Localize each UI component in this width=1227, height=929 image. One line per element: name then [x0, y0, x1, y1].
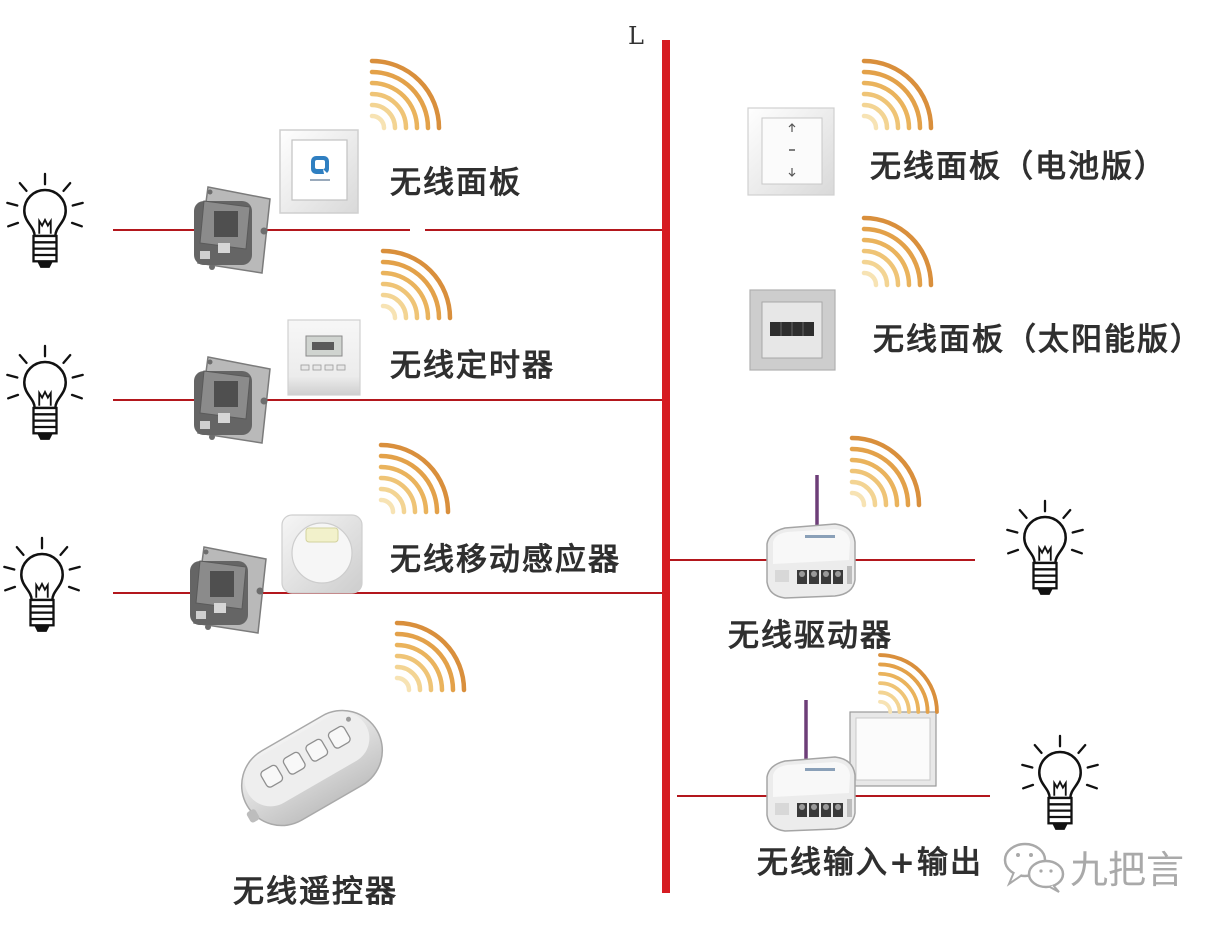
wireless-signal-icon: [864, 218, 931, 285]
label-remote-control: 无线遥控器: [233, 874, 398, 910]
bus-label: L: [628, 22, 644, 50]
insert-module-icon: [189, 546, 267, 634]
label-battery-panel: 无线面板（电池版）: [870, 149, 1167, 185]
remote-button: [282, 751, 306, 775]
timer-digits: [312, 342, 334, 350]
remote-button: [260, 764, 284, 788]
arrow-down-icon: [788, 168, 796, 177]
wechat-eye: [1049, 869, 1053, 873]
lightbulb-icon: [6, 344, 84, 441]
panel-logo-inner: [315, 160, 325, 169]
wireless-actuator-icon: [766, 523, 856, 599]
input-panel-rocker: [855, 717, 931, 781]
wechat-icon: [1003, 842, 1065, 893]
wechat-bubble-large-tail: [1006, 871, 1023, 887]
wireless-signal-icon: [852, 438, 919, 505]
label-motion-sensor: 无线移动感应器: [390, 542, 621, 578]
timer-button: [324, 364, 334, 371]
wireless-switch-panel-icon: [279, 129, 359, 214]
motion-sensor-icon: [281, 514, 363, 594]
remote-led: [345, 716, 351, 722]
wireless-timer-icon: [287, 319, 361, 396]
live-bus-line: [662, 40, 670, 893]
wireless-signal-icon: [864, 61, 931, 128]
lightbulb-icon: [1021, 734, 1099, 831]
remote-keyring-slot: [246, 809, 260, 823]
sensor-window: [305, 527, 339, 543]
label-wireless-panel: 无线面板: [390, 165, 522, 201]
watermark-text: 九把言: [1070, 848, 1184, 892]
watermark: 九把言: [1003, 842, 1184, 893]
wechat-eye: [1039, 869, 1043, 873]
wiring: [113, 229, 990, 797]
wechat-eye: [1016, 853, 1020, 857]
remote-control-icon: [240, 709, 384, 827]
insert-module-icon: [193, 186, 271, 274]
wechat-eye: [1029, 853, 1033, 857]
label-solar-panel: 无线面板（太阳能版）: [873, 322, 1203, 358]
remote-button: [327, 725, 351, 749]
wireless-signal-icon: [383, 251, 450, 318]
panel-logo-caption: [310, 179, 330, 181]
lightbulb-icon: [1006, 499, 1084, 596]
timer-button: [336, 364, 346, 371]
label-input-output: 无线输入+输出: [757, 845, 983, 881]
panel-logo-tail: [323, 169, 328, 174]
wireless-signal-icon: [372, 61, 439, 128]
wechat-bubble-small-tail: [1049, 884, 1060, 893]
solar-cell-dividers: [780, 322, 804, 336]
wireless-signal-icon: [878, 653, 939, 714]
label-wireless-timer: 无线定时器: [390, 348, 555, 384]
input-switch-panel-icon: [849, 711, 937, 787]
wechat-bubble-small: [1027, 859, 1065, 889]
arrow-up-icon: [788, 123, 796, 132]
insert-module-icon: [193, 356, 271, 444]
label-wireless-actuator: 无线驱动器: [728, 618, 893, 654]
timer-frame: [287, 319, 361, 396]
battery-switch-panel-icon: [747, 107, 835, 196]
solar-switch-panel-icon: [749, 289, 836, 371]
lightbulb-icon: [6, 172, 84, 269]
lightbulb-icon: [3, 536, 81, 633]
wireless-input-output-icon: [766, 756, 856, 832]
wireless-signal-icon: [397, 623, 464, 690]
remote-button: [305, 738, 329, 762]
wireless-signal-icon: [381, 445, 448, 512]
timer-button: [300, 364, 310, 371]
timer-button: [312, 364, 322, 371]
